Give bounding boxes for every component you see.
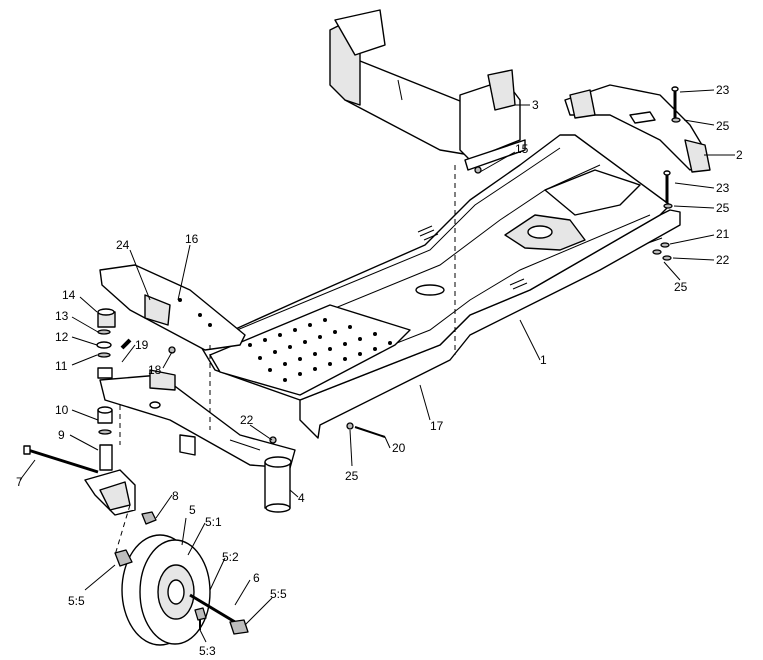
callout-20: 20 (392, 441, 406, 455)
callout-5-2: 5:2 (222, 550, 239, 564)
leader-lines (19, 89, 735, 643)
spindle-stack (96, 308, 132, 435)
caster-wheel (114, 534, 249, 646)
callout-2: 2 (736, 148, 743, 162)
callout-23-lower: 23 (716, 181, 730, 195)
callout-1: 1 (540, 353, 547, 367)
callout-10: 10 (55, 403, 69, 417)
callout-4: 4 (298, 491, 305, 505)
callout-13: 13 (55, 309, 69, 323)
caster-fork (23, 444, 157, 525)
callout-14: 14 (62, 288, 76, 302)
front-axle (99, 369, 296, 513)
callout-11: 11 (55, 359, 68, 373)
callout-24: 24 (116, 238, 130, 252)
callout-labels: 1 2 3 4 5 5:1 5:2 5:3 5:5 5:5 6 7 8 9 10… (16, 83, 743, 658)
callout-25-lower: 25 (674, 280, 688, 294)
callout-19: 19 (135, 338, 149, 352)
callout-17: 17 (430, 419, 444, 433)
hardware-bolts (168, 166, 482, 444)
callout-7: 7 (16, 475, 23, 489)
seat-support (329, 9, 526, 171)
callout-6: 6 (253, 571, 260, 585)
callout-25-front: 25 (345, 469, 359, 483)
front-bumper (99, 264, 246, 351)
callout-5-1: 5:1 (205, 515, 222, 529)
assembly-lines (114, 165, 456, 556)
callout-5: 5 (189, 503, 196, 517)
callout-5-3: 5:3 (199, 644, 216, 658)
callout-22-front: 22 (240, 413, 254, 427)
callout-23-top: 23 (716, 83, 730, 97)
callout-25-mid: 25 (716, 201, 730, 215)
callout-9: 9 (58, 428, 65, 442)
callout-15: 15 (515, 142, 529, 156)
callout-8: 8 (172, 489, 179, 503)
callout-5-5-left: 5:5 (68, 594, 85, 608)
callout-3: 3 (532, 98, 539, 112)
callout-25-top: 25 (716, 119, 730, 133)
rear-bumper (564, 84, 711, 173)
callout-18: 18 (148, 363, 162, 377)
callout-12: 12 (55, 330, 69, 344)
floor-holes (248, 318, 392, 382)
rear-bolts (647, 86, 681, 261)
callout-16: 16 (185, 232, 199, 246)
callout-21: 21 (716, 227, 730, 241)
callout-22-rear: 22 (716, 253, 730, 267)
callout-5-5-right: 5:5 (270, 587, 287, 601)
main-frame (199, 134, 681, 439)
